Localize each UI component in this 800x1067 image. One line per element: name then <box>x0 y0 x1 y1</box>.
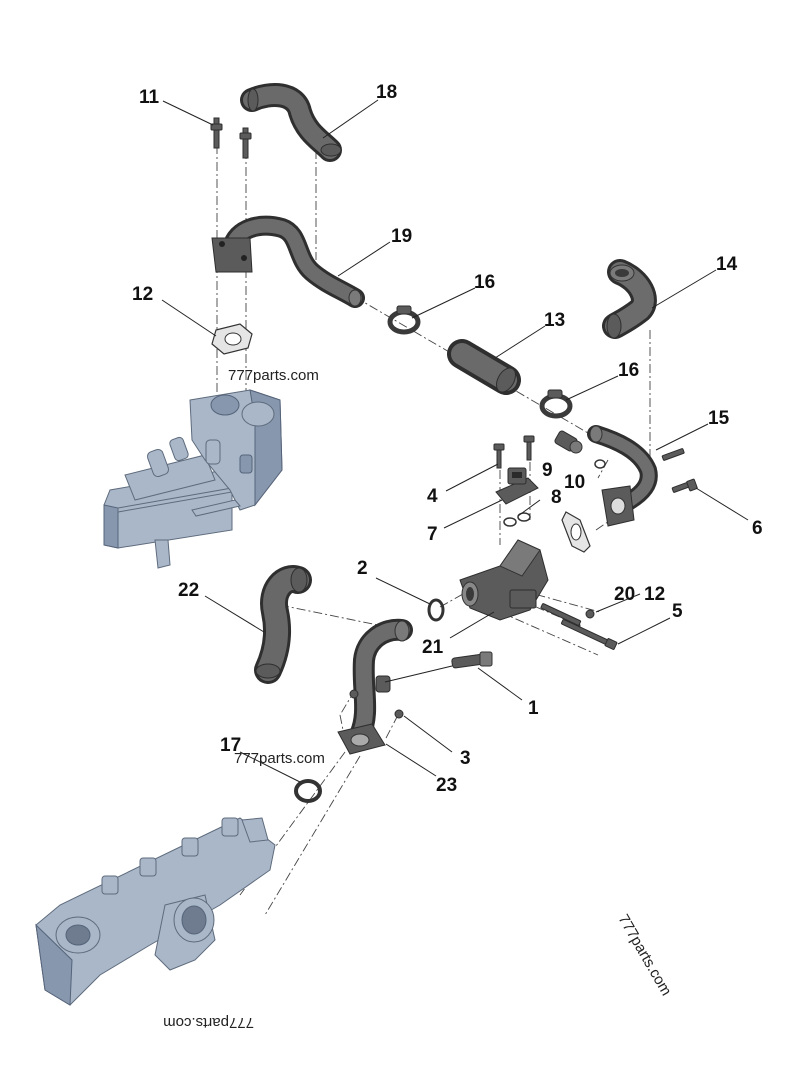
sensor-7[interactable] <box>495 467 539 505</box>
clamp-16-lower[interactable] <box>539 389 573 419</box>
callout-13: 13 <box>544 310 565 331</box>
callout-18: 18 <box>376 82 397 103</box>
nut-3[interactable] <box>349 689 404 719</box>
bolt-11[interactable] <box>210 117 252 159</box>
callout-12-lower: 12 <box>644 584 665 605</box>
bolt-4[interactable] <box>493 435 535 469</box>
watermark-4: 777parts.com <box>163 1014 254 1031</box>
bolt-6[interactable] <box>671 478 698 493</box>
callout-10: 10 <box>564 472 585 493</box>
callout-3: 3 <box>460 748 471 769</box>
callout-15: 15 <box>708 408 730 429</box>
callout-1: 1 <box>528 698 539 719</box>
pipe-23[interactable] <box>337 618 413 755</box>
callout-17: 17 <box>220 735 241 756</box>
plug-9[interactable] <box>554 430 583 454</box>
callout-8: 8 <box>551 487 562 508</box>
callout-6: 6 <box>752 518 763 539</box>
watermark-3: 777parts.com <box>615 912 675 999</box>
callout-14: 14 <box>716 254 738 275</box>
pipe-19[interactable] <box>211 215 365 308</box>
bolt-5[interactable] <box>540 603 618 650</box>
callout-labels: 11 18 19 12 16 14 13 16 15 9 10 4 8 7 6 … <box>132 82 763 796</box>
callout-5: 5 <box>672 601 683 622</box>
callout-9: 9 <box>542 460 553 481</box>
gasket-12-lower[interactable] <box>561 511 591 553</box>
clamp-16-upper[interactable] <box>387 305 421 335</box>
housing-21[interactable] <box>459 539 549 621</box>
o-ring-17[interactable] <box>294 779 322 803</box>
watermark-2: 777parts.com <box>234 750 325 767</box>
callout-20: 20 <box>614 584 635 605</box>
pipe-15[interactable] <box>587 425 685 527</box>
hose-13[interactable] <box>447 339 521 395</box>
leader-lines <box>161 99 749 783</box>
callout-16-lower: 16 <box>618 360 639 381</box>
o-ring-10[interactable] <box>594 459 606 469</box>
callout-21: 21 <box>422 637 444 658</box>
callout-19: 19 <box>391 226 412 247</box>
callout-7: 7 <box>427 524 438 545</box>
callout-16-upper: 16 <box>474 272 495 293</box>
o-ring-8[interactable] <box>503 512 531 527</box>
intake-manifold[interactable] <box>35 817 276 1006</box>
callout-2: 2 <box>357 558 368 579</box>
sensor-1[interactable] <box>384 651 493 683</box>
gasket-12-upper[interactable] <box>211 323 253 355</box>
watermark-1: 777parts.com <box>228 367 319 384</box>
o-ring-2[interactable] <box>427 598 445 622</box>
callout-23: 23 <box>436 775 457 796</box>
hose-18[interactable] <box>240 83 342 162</box>
egr-cooler-assembly[interactable] <box>103 389 283 569</box>
callout-4: 4 <box>427 486 438 507</box>
callout-12-upper: 12 <box>132 284 153 305</box>
hose-22[interactable] <box>254 565 312 684</box>
callout-11: 11 <box>139 87 160 108</box>
hose-14[interactable] <box>602 259 657 339</box>
callout-22: 22 <box>178 580 199 601</box>
